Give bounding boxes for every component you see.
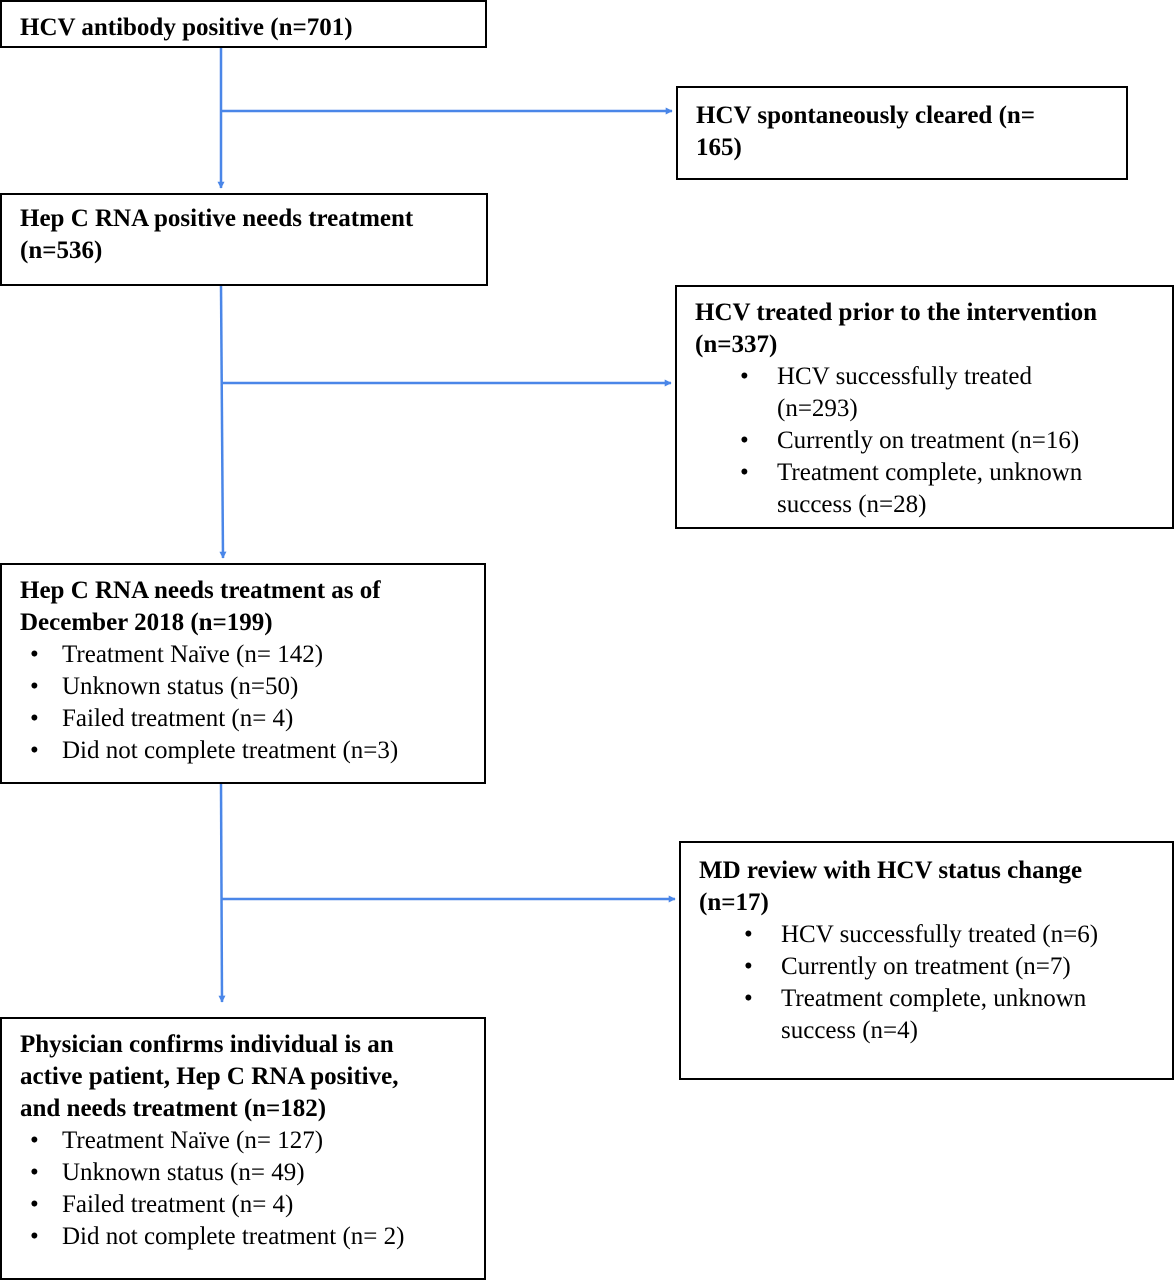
list-item: Did not complete treatment (n=3)	[20, 735, 484, 767]
box-hcv-spontaneously-cleared: HCV spontaneously cleared (n= 165)	[676, 86, 1128, 180]
bullet-list: HCV successfully treated (n=6) Currently…	[699, 919, 1172, 1047]
list-item: Treatment Naïve (n= 142)	[20, 639, 484, 671]
box-title: Physician confirms individual is an acti…	[20, 1031, 399, 1122]
list-item: Did not complete treatment (n= 2)	[20, 1221, 484, 1253]
bullet-list: HCV successfully treated (n=293) Current…	[695, 361, 1172, 521]
box-hcv-antibody-positive: HCV antibody positive (n=701)	[0, 0, 487, 48]
list-item: Unknown status (n=50)	[20, 671, 484, 703]
list-item: Treatment Naïve (n= 127)	[20, 1125, 484, 1157]
list-item: Currently on treatment (n=16)	[695, 425, 1172, 457]
box-title: Hep C RNA needs treatment as of December…	[20, 577, 381, 636]
box-hep-c-rna-positive: Hep C RNA positive needs treatment (n=53…	[0, 193, 488, 286]
arrow-needs-dec2018-to-physician	[218, 783, 226, 1003]
list-item: HCV successfully treated (n=6)	[699, 919, 1172, 951]
box-needs-treatment-dec-2018: Hep C RNA needs treatment as of December…	[0, 563, 486, 784]
arrow-rna-positive-to-needs-dec2018	[219, 285, 227, 559]
box-title: MD review with HCV status change (n=17)	[699, 857, 1083, 916]
list-item: Treatment complete, unknown success (n=4…	[699, 983, 1172, 1047]
box-hcv-treated-prior: HCV treated prior to the intervention (n…	[675, 285, 1174, 529]
bullet-list: Treatment Naïve (n= 127) Unknown status …	[20, 1125, 484, 1253]
box-md-review-status-change: MD review with HCV status change (n=17) …	[679, 841, 1174, 1080]
list-item: Failed treatment (n= 4)	[20, 1189, 484, 1221]
list-item: HCV successfully treated (n=293)	[695, 361, 1172, 425]
list-item: Failed treatment (n= 4)	[20, 703, 484, 735]
list-item: Unknown status (n= 49)	[20, 1157, 484, 1189]
list-item: Treatment complete, unknown success (n=2…	[695, 457, 1172, 521]
box-physician-confirms: Physician confirms individual is an acti…	[0, 1017, 486, 1280]
box-title: Hep C RNA positive needs treatment (n=53…	[20, 205, 414, 264]
box-title: HCV treated prior to the intervention (n…	[695, 299, 1098, 358]
box-title: HCV spontaneously cleared (n= 165)	[696, 102, 1036, 161]
bullet-list: Treatment Naïve (n= 142) Unknown status …	[20, 639, 484, 767]
box-title: HCV antibody positive (n=701)	[20, 14, 353, 41]
list-item: Currently on treatment (n=7)	[699, 951, 1172, 983]
